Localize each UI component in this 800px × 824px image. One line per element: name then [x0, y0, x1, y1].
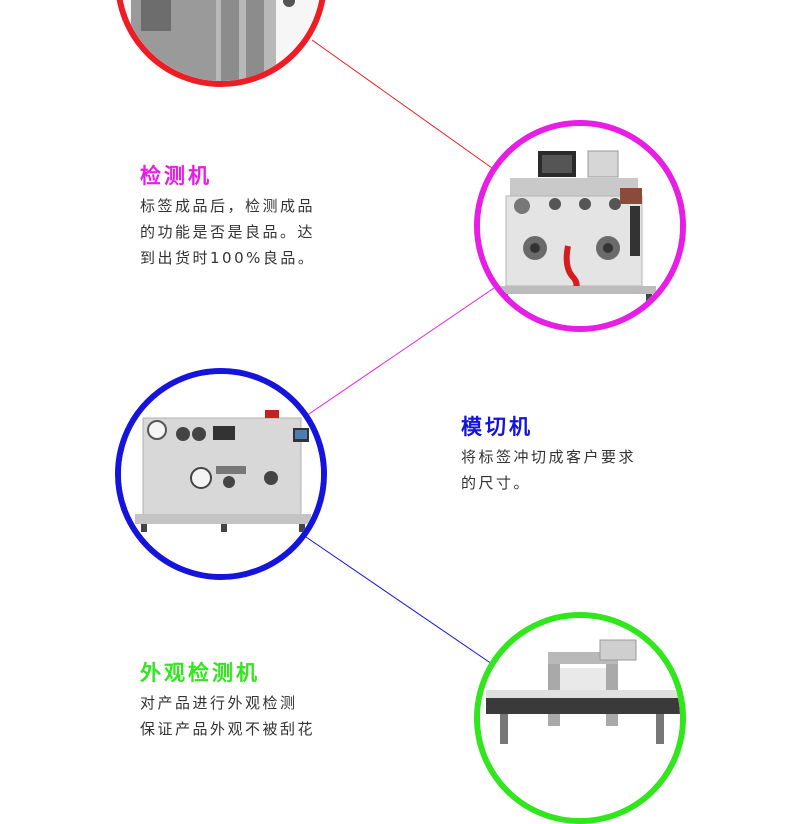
connector-magenta [305, 287, 495, 417]
die-cutting-machine-title: 模切机 [461, 415, 533, 439]
inspection-machine-title: 检测机 [140, 164, 212, 188]
inspection-desc-line-1: 标签成品后，检测成品 [140, 197, 316, 215]
process-flow-page: 检测机 标签成品后，检测成品 的功能是否是良品。达 到出货时100%良品。 模切… [115, 0, 686, 824]
die-cutting-machine-circle [115, 368, 327, 580]
die-cutting-desc-line-2: 的尺寸。 [461, 474, 532, 492]
die-cutting-machine-section: 模切机 将标签冲切成客户要求 的尺寸。 [461, 414, 636, 496]
inspection-machine-photo [480, 126, 680, 326]
visual-inspection-desc-line-2: 保证产品外观不被刮花 [140, 720, 316, 738]
inspection-desc-line-3: 到出货时100%良品。 [140, 249, 316, 267]
metal-detector-conveyor-photo [480, 618, 680, 818]
connector-lines [305, 39, 495, 665]
machine-photo-top-circle [115, 0, 327, 87]
inspection-machine-section: 检测机 标签成品后，检测成品 的功能是否是良品。达 到出货时100%良品。 [140, 163, 315, 271]
inspection-machine-circle [474, 120, 686, 332]
machine-photo-top [121, 0, 321, 81]
visual-inspection-machine-title: 外观检测机 [140, 661, 260, 685]
visual-inspection-machine-section: 外观检测机 对产品进行外观检测 保证产品外观不被刮花 [140, 660, 315, 742]
connector-red [311, 39, 493, 169]
visual-inspection-desc-line-1: 对产品进行外观检测 [140, 694, 298, 712]
die-cutting-desc-line-1: 将标签冲切成客户要求 [461, 448, 637, 466]
die-cutting-machine-photo [121, 374, 321, 574]
metal-detector-conveyor-circle [474, 612, 686, 824]
inspection-desc-line-2: 的功能是否是良品。达 [140, 223, 316, 241]
connector-blue [305, 536, 493, 665]
